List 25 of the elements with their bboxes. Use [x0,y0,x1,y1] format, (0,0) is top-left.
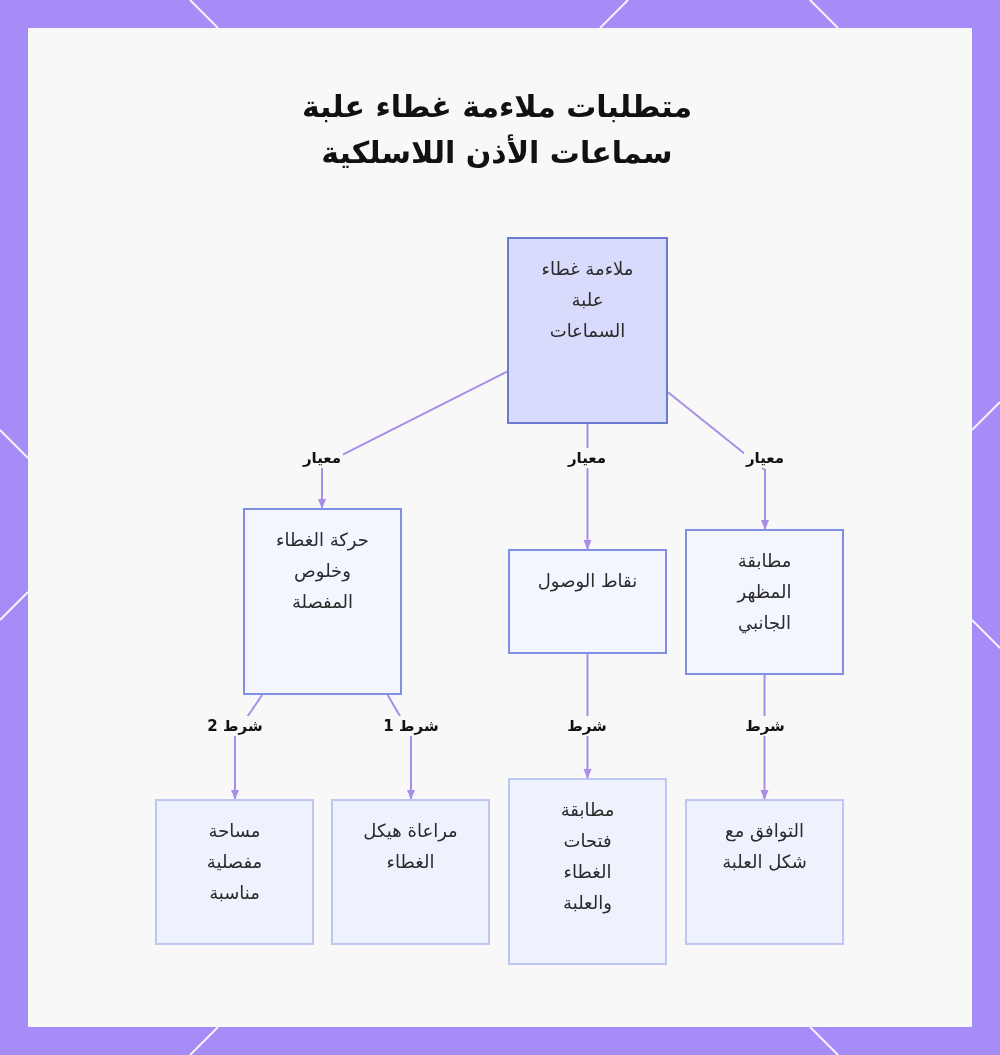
process-box [155,799,314,945]
node-text: ملاءمة غطاء علبة السماعات [540,257,635,343]
process-box [508,549,667,654]
process-box [685,799,844,945]
node-text: حركة الغطاء وخلوص المفصلة [275,528,370,614]
arrow [583,653,592,779]
arrow [667,391,769,530]
process-box [243,508,402,695]
edge-label: شرط [565,716,609,736]
node-text: نقاط الوصول [537,569,638,594]
process-box [508,778,667,965]
node-text: التوافق مع شكل العلبة [721,819,808,874]
edge-label: شرط 1 [381,716,441,736]
node-text: مطابقة فتحات الغطاء والعلبة [559,798,616,916]
process-box [507,237,668,424]
edge-label: شرط 2 [205,716,265,736]
arrow [583,423,592,550]
node-text: مطابقة المظهر الجانبي [735,549,793,636]
arrow [318,370,508,509]
node-text: مراعاة هيكل الغطاء [362,819,459,874]
edge-label: شرط [743,716,787,736]
process-box [331,799,490,945]
node-text: مساحة مفصلية مناسبة [205,819,264,905]
process-box [685,529,844,675]
diagram-title: متطلبات ملاءمة غطاء علبة سماعات الأذن اللاسلكية [300,88,694,172]
